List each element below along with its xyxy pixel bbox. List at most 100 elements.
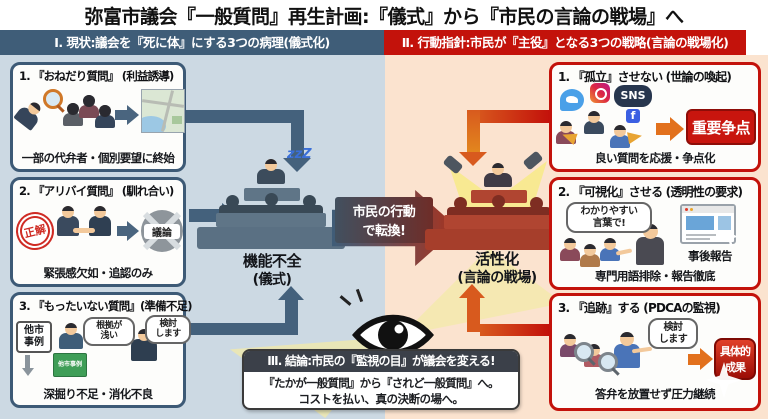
reading-head xyxy=(65,323,77,335)
plain-words-line2: 言葉で! xyxy=(592,217,626,229)
no-debate-label: 議論 xyxy=(144,224,180,239)
map-block xyxy=(172,116,182,124)
crowd-head-2 xyxy=(83,95,95,107)
active-silhouette-2 xyxy=(492,195,505,208)
facebook-letter: f xyxy=(630,109,636,122)
conclusion-line1: 『たかが一般質問』から『されど一般質問』へ。 xyxy=(263,376,499,390)
active-speaker-body xyxy=(484,173,512,187)
left-box-3-heading: 3. 『もったいない質問』(準備不足) xyxy=(19,299,192,313)
supporter-boy-head xyxy=(614,125,626,137)
supporter-woman xyxy=(556,121,576,144)
right-box-1: 1. 『孤立』させない (世論の喚起) SNS f 重要争点 良い質問を応援・争… xyxy=(549,62,761,172)
watcher-1-magnifier xyxy=(574,342,594,362)
crowd-person-2 xyxy=(79,95,99,118)
citizen-2-head xyxy=(584,244,596,256)
left-result-label: 機能不全 xyxy=(242,252,302,270)
right-box-3-heading: 3. 『追跡』する (PDCAの監視) xyxy=(558,301,721,315)
other-city-arrowhead xyxy=(22,368,34,376)
right-result-label: 活性化 xyxy=(475,250,519,268)
supporter-woman-head xyxy=(560,121,572,133)
connector-right-box1 xyxy=(474,110,549,123)
other-city-label: 他市 事例 xyxy=(16,321,52,353)
instagram-icon xyxy=(590,83,610,103)
handshake-body-right xyxy=(89,216,111,236)
left-box-2: 2. 『アリバイ質問』 (馴れ合い) 正解 議論 緊張感欠如・追認のみ xyxy=(10,177,186,287)
supporter-woman-body xyxy=(556,131,576,144)
sleeping-speaker xyxy=(257,159,285,184)
watcher-2-magnifier xyxy=(598,352,618,372)
answering-body xyxy=(131,339,157,361)
citizen-2 xyxy=(580,244,600,267)
reading-body xyxy=(59,333,83,349)
right-result-sub: (言論の戦場) xyxy=(457,270,537,286)
watcher-3-pointing xyxy=(614,332,640,368)
seikai-stamp: 正解 xyxy=(11,207,59,255)
transformation-badge-line1: 市民の行動 xyxy=(352,205,416,220)
shallow-evidence-bubble: 根拠が 浅い xyxy=(83,317,135,346)
crowd-head-3 xyxy=(99,105,111,117)
official-body xyxy=(636,237,664,265)
handshake-head-right xyxy=(94,206,106,218)
right-box-1-caption: 良い質問を応援・争点化 xyxy=(595,151,716,165)
connector-left-box1 xyxy=(186,110,304,123)
rbox3-arrow-shaft xyxy=(688,354,700,365)
active-silhouette-row xyxy=(447,207,551,216)
silhouette-row xyxy=(219,205,323,214)
supporter-boy xyxy=(610,125,630,148)
podium-mid-tier xyxy=(216,213,326,227)
will-consider-bubble-right: 検討 します xyxy=(648,318,698,349)
map-image xyxy=(141,89,185,133)
plain-words-bubble: わかりやすい 言葉で! xyxy=(566,202,652,233)
connector-left-box1-drop xyxy=(291,110,304,158)
will-consider-right-line2: します xyxy=(658,333,688,345)
other-city-label-line2: 事例 xyxy=(24,337,44,348)
box2-arrow-head xyxy=(127,221,139,241)
browser-text-line-1 xyxy=(686,234,716,236)
map-water xyxy=(142,116,166,132)
supporter-man-body xyxy=(584,121,604,134)
browser-dot-1 xyxy=(685,208,688,211)
left-box-3-caption: 深掘り不足・消化不良 xyxy=(43,387,154,401)
magnifier-icon xyxy=(43,89,63,109)
browser-titlebar xyxy=(682,206,734,213)
page-title: 弥富市議会『一般質問』再生計画:『儀式』から『市民の言論の戦場』へ xyxy=(84,6,684,28)
active-podium-mid-tier xyxy=(444,215,554,229)
megaphone-right xyxy=(627,129,643,145)
twitter-bird-shape xyxy=(566,96,578,103)
citizen-1-body xyxy=(560,248,580,261)
crowd-person-1 xyxy=(63,103,83,126)
answering-official xyxy=(131,329,157,361)
handshake-head-left xyxy=(62,206,74,218)
supporter-man xyxy=(584,111,604,134)
conclusion-line2: コストを払い、真の決断の場へ。 xyxy=(298,392,465,406)
transformation-badge: 市民の行動 で転換! xyxy=(335,197,433,243)
left-box-1-caption: 一部の代弁者・個別要望に終始 xyxy=(21,151,175,165)
connector-left-box3-rise xyxy=(285,300,298,335)
other-city-label-line1: 他市 xyxy=(24,325,44,336)
plain-words-line1: わかりやすい xyxy=(580,206,639,217)
podium-base xyxy=(197,227,345,249)
facebook-icon: f xyxy=(626,109,640,123)
concrete-results-badge: 具体的 成果 xyxy=(714,338,756,380)
rbox3-arrow-head xyxy=(700,348,713,370)
active-council-scene xyxy=(420,145,580,257)
left-box-1: 1. 『おねだり質問』 (利益誘導) 一部の代弁者・個別要望に終始 xyxy=(10,62,186,172)
connector-left-box3 xyxy=(186,323,298,335)
box1-arrow-head xyxy=(127,105,139,125)
active-speaker-head xyxy=(492,163,504,175)
crowd-body-3 xyxy=(95,115,115,128)
transformation-badge-line2: で転換! xyxy=(362,224,406,239)
connector-left-box2 xyxy=(189,209,222,222)
left-box-2-caption: 緊張感欠如・追認のみ xyxy=(43,266,154,280)
will-consider-bubble-left: 検討 します xyxy=(145,315,191,344)
crowd-body-2 xyxy=(79,105,99,118)
report-label: 事後報告 xyxy=(688,249,733,263)
arrowhead-down-right xyxy=(459,152,487,166)
reading-person xyxy=(59,323,83,349)
will-consider-left-line1: 検討 xyxy=(159,319,177,329)
sns-bubble: SNS xyxy=(614,85,652,107)
shallow-evidence-line2: 浅い xyxy=(100,331,118,342)
right-box-3: 3. 『追跡』する (PDCAの監視) 検討 します 具体的 成果 答弁を放置せ… xyxy=(549,293,761,411)
connector-right-box3 xyxy=(480,324,549,336)
